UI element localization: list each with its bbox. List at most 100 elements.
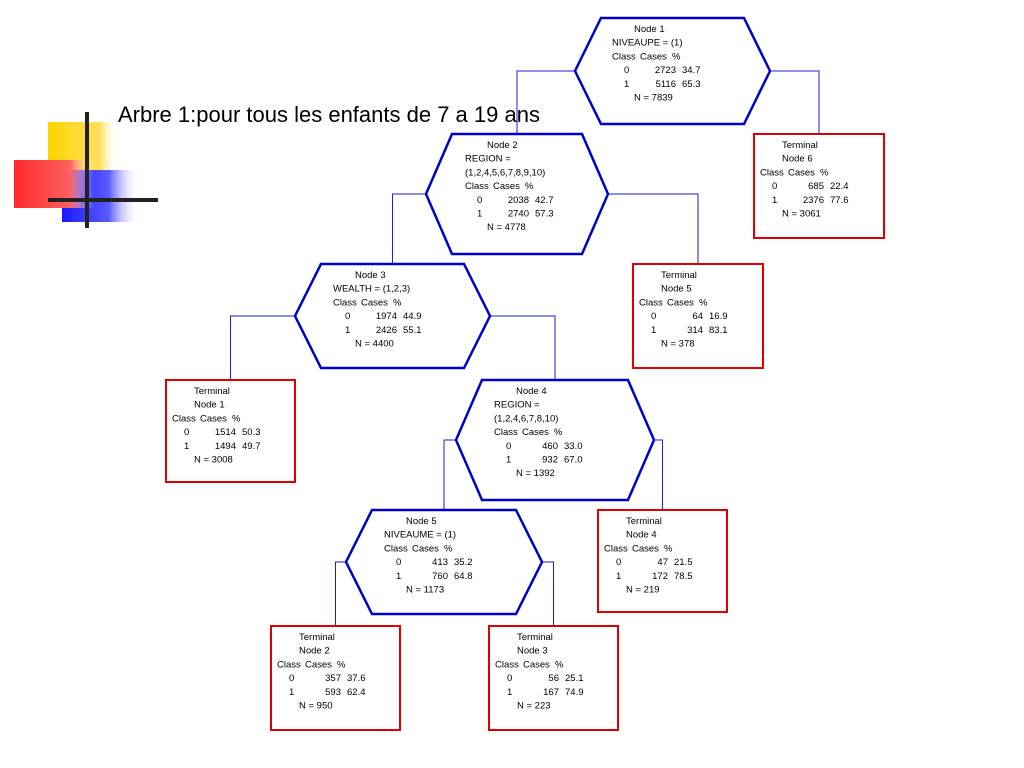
table-header-cell: Class [639, 297, 663, 308]
node-text-line: Node 3 [517, 646, 548, 657]
table-cell: 5116 [656, 79, 676, 90]
table-header-cell: Cases [305, 659, 332, 670]
table-header-cell: Cases [200, 413, 227, 424]
table-header-cell: Cases [667, 297, 694, 308]
node-text-line: (1,2,4,5,6,7,8,9,10) [465, 167, 545, 178]
table-header-cell: Class [277, 659, 301, 670]
node-total: N = 1392 [516, 468, 555, 479]
table-cell: 1 [506, 455, 511, 466]
table-cell: 2426 [376, 325, 397, 336]
table-header-cell: Class [384, 543, 408, 554]
table-cell: 64.8 [454, 571, 473, 582]
tree-edge-n3-t1 [230, 315, 295, 380]
table-cell: 0 [651, 311, 656, 322]
table-cell: 0 [477, 195, 482, 206]
table-cell: 0 [616, 557, 621, 568]
table-cell: 74.9 [565, 687, 584, 698]
tree-edges [230, 70, 820, 626]
table-header-cell: % [337, 659, 346, 670]
table-header-cell: Cases [632, 543, 659, 554]
table-header-cell: % [672, 51, 681, 62]
table-cell: 67.0 [564, 455, 583, 466]
table-header-cell: % [664, 543, 673, 554]
table-cell: 357 [325, 673, 341, 684]
table-cell: 685 [808, 181, 824, 192]
table-cell: 1 [396, 571, 401, 582]
table-header-cell: % [820, 167, 829, 178]
node-total: N = 3008 [194, 455, 233, 466]
node-text-line: Node 4 [626, 530, 657, 541]
node-label: Node 4 [516, 386, 547, 397]
table-cell: 0 [289, 673, 294, 684]
node-label: Terminal [194, 386, 230, 397]
node-text-line: REGION = [465, 154, 511, 165]
table-cell: 22.4 [830, 181, 849, 192]
split-node-hexagon [293, 262, 492, 370]
table-header-cell: % [232, 413, 241, 424]
tree-edge-n4-t4 [654, 439, 663, 510]
split-node-hexagon [454, 378, 656, 502]
node-label: Terminal [782, 140, 818, 151]
node-label: Node 2 [487, 140, 518, 151]
table-cell: 0 [345, 311, 350, 322]
table-header-cell: % [525, 181, 534, 192]
node-label: Node 3 [355, 270, 386, 281]
table-cell: 49.7 [242, 441, 261, 452]
table-header-cell: Class [172, 413, 196, 424]
table-cell: 1 [772, 195, 777, 206]
table-cell: 25.1 [565, 673, 584, 684]
tree-edge-n2-t5 [608, 193, 699, 264]
table-header-cell: % [699, 297, 708, 308]
table-cell: 44.9 [403, 311, 422, 322]
table-cell: 167 [543, 687, 559, 698]
table-cell: 1494 [215, 441, 236, 452]
table-cell: 1 [184, 441, 189, 452]
table-header-cell: Class [465, 181, 489, 192]
table-cell: 55.1 [403, 325, 422, 336]
table-header-cell: % [393, 297, 402, 308]
table-cell: 16.9 [709, 311, 728, 322]
node-text-line: NIVEAUME = (1) [384, 530, 456, 541]
node-text-line: Node 6 [782, 154, 813, 165]
table-cell: 0 [396, 557, 401, 568]
table-cell: 172 [652, 571, 668, 582]
tree-edge-n3-n4 [490, 315, 556, 380]
node-total: N = 3061 [782, 209, 821, 220]
node-label: Terminal [517, 632, 553, 643]
table-cell: 593 [325, 687, 341, 698]
table-header-cell: % [554, 427, 563, 438]
tree-edge-n4-n5 [443, 439, 456, 510]
tree-edge-n5-t2 [335, 561, 346, 626]
logo-vertical-bar [85, 112, 89, 228]
table-header-cell: Class [333, 297, 357, 308]
node-total: N = 950 [299, 701, 333, 712]
table-cell: 0 [624, 65, 629, 76]
node-label: Node 1 [634, 24, 665, 35]
node-label: Terminal [661, 270, 697, 281]
slide-title: Arbre 1:pour tous les enfants de 7 a 19 … [118, 102, 540, 127]
table-header-cell: Class [612, 51, 636, 62]
node-total: N = 1173 [406, 585, 444, 596]
table-cell: 1 [624, 79, 629, 90]
slide-logo-decoration [14, 112, 158, 228]
table-header-cell: Cases [412, 543, 439, 554]
node-text-line: REGION = [494, 400, 540, 411]
table-header-cell: Cases [361, 297, 388, 308]
table-cell: 0 [507, 673, 512, 684]
table-cell: 64 [692, 311, 703, 322]
table-cell: 34.7 [682, 65, 701, 76]
terminal-node-box [270, 625, 401, 731]
table-cell: 760 [432, 571, 448, 582]
table-cell: 1 [289, 687, 294, 698]
node-total: N = 219 [626, 585, 660, 596]
table-cell: 1514 [215, 427, 236, 438]
